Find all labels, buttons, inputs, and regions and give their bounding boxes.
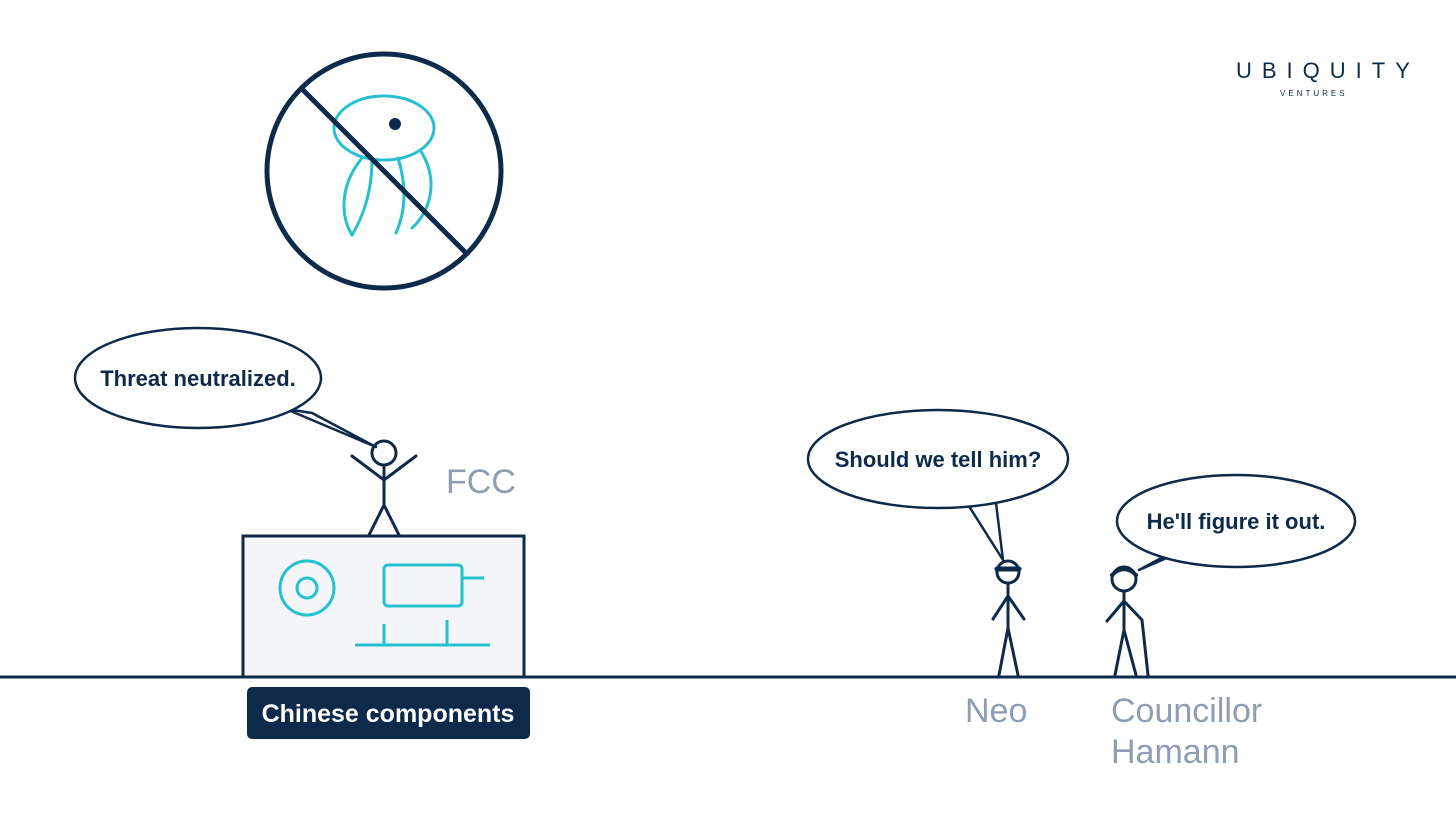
ubiquity-logo: UBIQUITY VENTURES xyxy=(1236,58,1420,98)
device-label: Chinese components xyxy=(247,687,530,739)
councillor-figure xyxy=(1105,565,1150,677)
councillor-name-line2: Hamann xyxy=(1111,733,1240,771)
neo-figure xyxy=(991,559,1026,677)
neo-speech-bubble: Should we tell him? xyxy=(806,408,1070,562)
logo-name: UBIQUITY xyxy=(1236,58,1420,83)
no-squid-icon xyxy=(264,51,504,291)
councillor-name-line1: Councillor xyxy=(1111,692,1262,730)
fcc-speech-text: Threat neutralized. xyxy=(100,366,296,391)
fcc-name: FCC xyxy=(446,463,516,501)
fcc-speech-bubble: Threat neutralized. xyxy=(73,326,378,449)
neo-speech-text: Should we tell him? xyxy=(835,447,1042,472)
neo-name: Neo xyxy=(965,692,1027,730)
councillor-speech-text: He'll figure it out. xyxy=(1147,509,1326,534)
device-label-text: Chinese components xyxy=(262,700,515,728)
logo-tagline: VENTURES xyxy=(1280,89,1348,98)
councillor-speech-bubble: He'll figure it out. xyxy=(1115,473,1357,572)
fcc-figure xyxy=(350,439,418,537)
device-box xyxy=(241,534,526,679)
